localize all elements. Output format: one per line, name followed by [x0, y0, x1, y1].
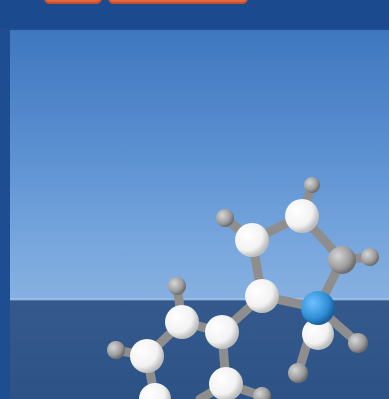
tab-right[interactable]: [108, 0, 248, 4]
nitrogen-atom: [301, 291, 335, 325]
horizon-line: [10, 298, 389, 300]
top-bar: [0, 0, 389, 28]
hydrogen-atoms: [107, 177, 379, 399]
tab-left[interactable]: [44, 0, 102, 4]
carbon-atoms: [130, 199, 334, 399]
